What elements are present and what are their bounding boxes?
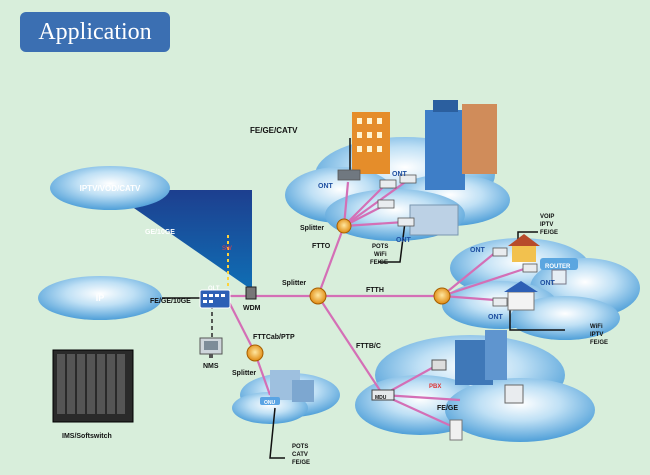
copper-links [162, 138, 565, 459]
olt-label: OLT [208, 286, 220, 292]
backbone-triangle [108, 190, 252, 290]
mdu-label: MDU [375, 395, 387, 401]
ftth-bottom-service-2: IPTV [590, 332, 603, 338]
ftth-top-service-1: VOIP [540, 214, 554, 220]
fe-ge-catv-label: FE/GE/CATV [250, 126, 298, 135]
page-title: Application [20, 12, 170, 52]
ont-label-1: ONT [318, 183, 334, 190]
ont-label-2: ONT [392, 171, 408, 178]
ftth-label: FTTH [366, 287, 384, 294]
router-label: ROUTER [545, 264, 571, 270]
mdu-fe-ge-label: FE/GE [437, 405, 458, 412]
homes [504, 234, 540, 311]
ftth-top-service-3: FE/GE [540, 230, 558, 236]
ftto-service-1: POTS [372, 244, 388, 250]
ont-label-6: ONT [488, 314, 504, 321]
nms-label: NMS [203, 363, 219, 370]
ftto-service-3: FE/GE [370, 260, 388, 266]
olt-device [199, 289, 231, 309]
ont-label-5: ONT [540, 280, 556, 287]
ftth-top-service-2: IPTV [540, 222, 553, 228]
fttb-label: FTTB/C [356, 343, 381, 350]
ont-devices [337, 169, 538, 307]
fe-ge-10ge-label: FE/GE/10GE [150, 298, 191, 305]
ftto-label: FTTO [312, 243, 331, 250]
ftth-bottom-service-1: WiFi [590, 324, 603, 330]
wdm-label: WDM [243, 305, 261, 312]
ims-rack [52, 349, 134, 423]
onu-building [260, 370, 314, 405]
splitter-label-1: Splitter [300, 225, 324, 232]
fttcab-label: FTTCab/PTP [253, 334, 295, 341]
ims-label: IMS/Softswitch [62, 433, 112, 440]
mdu-buildings [371, 330, 524, 441]
fiber-links [227, 179, 528, 432]
wdm-device [245, 286, 257, 300]
nms-computer [199, 337, 223, 358]
ftto-service-2: WiFi [374, 252, 387, 258]
iptv-label: IPTV/VOD/CATV [80, 184, 141, 193]
ont-label-3: ONT [396, 237, 412, 244]
onu-service-3: FE/GE [292, 460, 310, 466]
ftth-bottom-service-3: FE/GE [590, 340, 608, 346]
splitters [246, 218, 451, 362]
office-buildings [352, 100, 497, 236]
onu-label: ONU [264, 400, 276, 406]
splitter-label-3: Splitter [232, 370, 256, 377]
cloud-iptv [50, 166, 170, 210]
router-device [540, 258, 578, 285]
ip-label: IP [96, 293, 105, 303]
svg-text:SW: SW [222, 246, 232, 252]
cloud-ip [38, 276, 162, 320]
splitter-label-2: Splitter [282, 280, 306, 287]
onu-service-1: POTS [292, 444, 308, 450]
onu-service-2: CATV [292, 452, 308, 458]
ont-label-4: ONT [470, 247, 486, 254]
pbx-label: PBX [429, 384, 441, 390]
ge10ge-label: GE/10GE [145, 229, 175, 236]
